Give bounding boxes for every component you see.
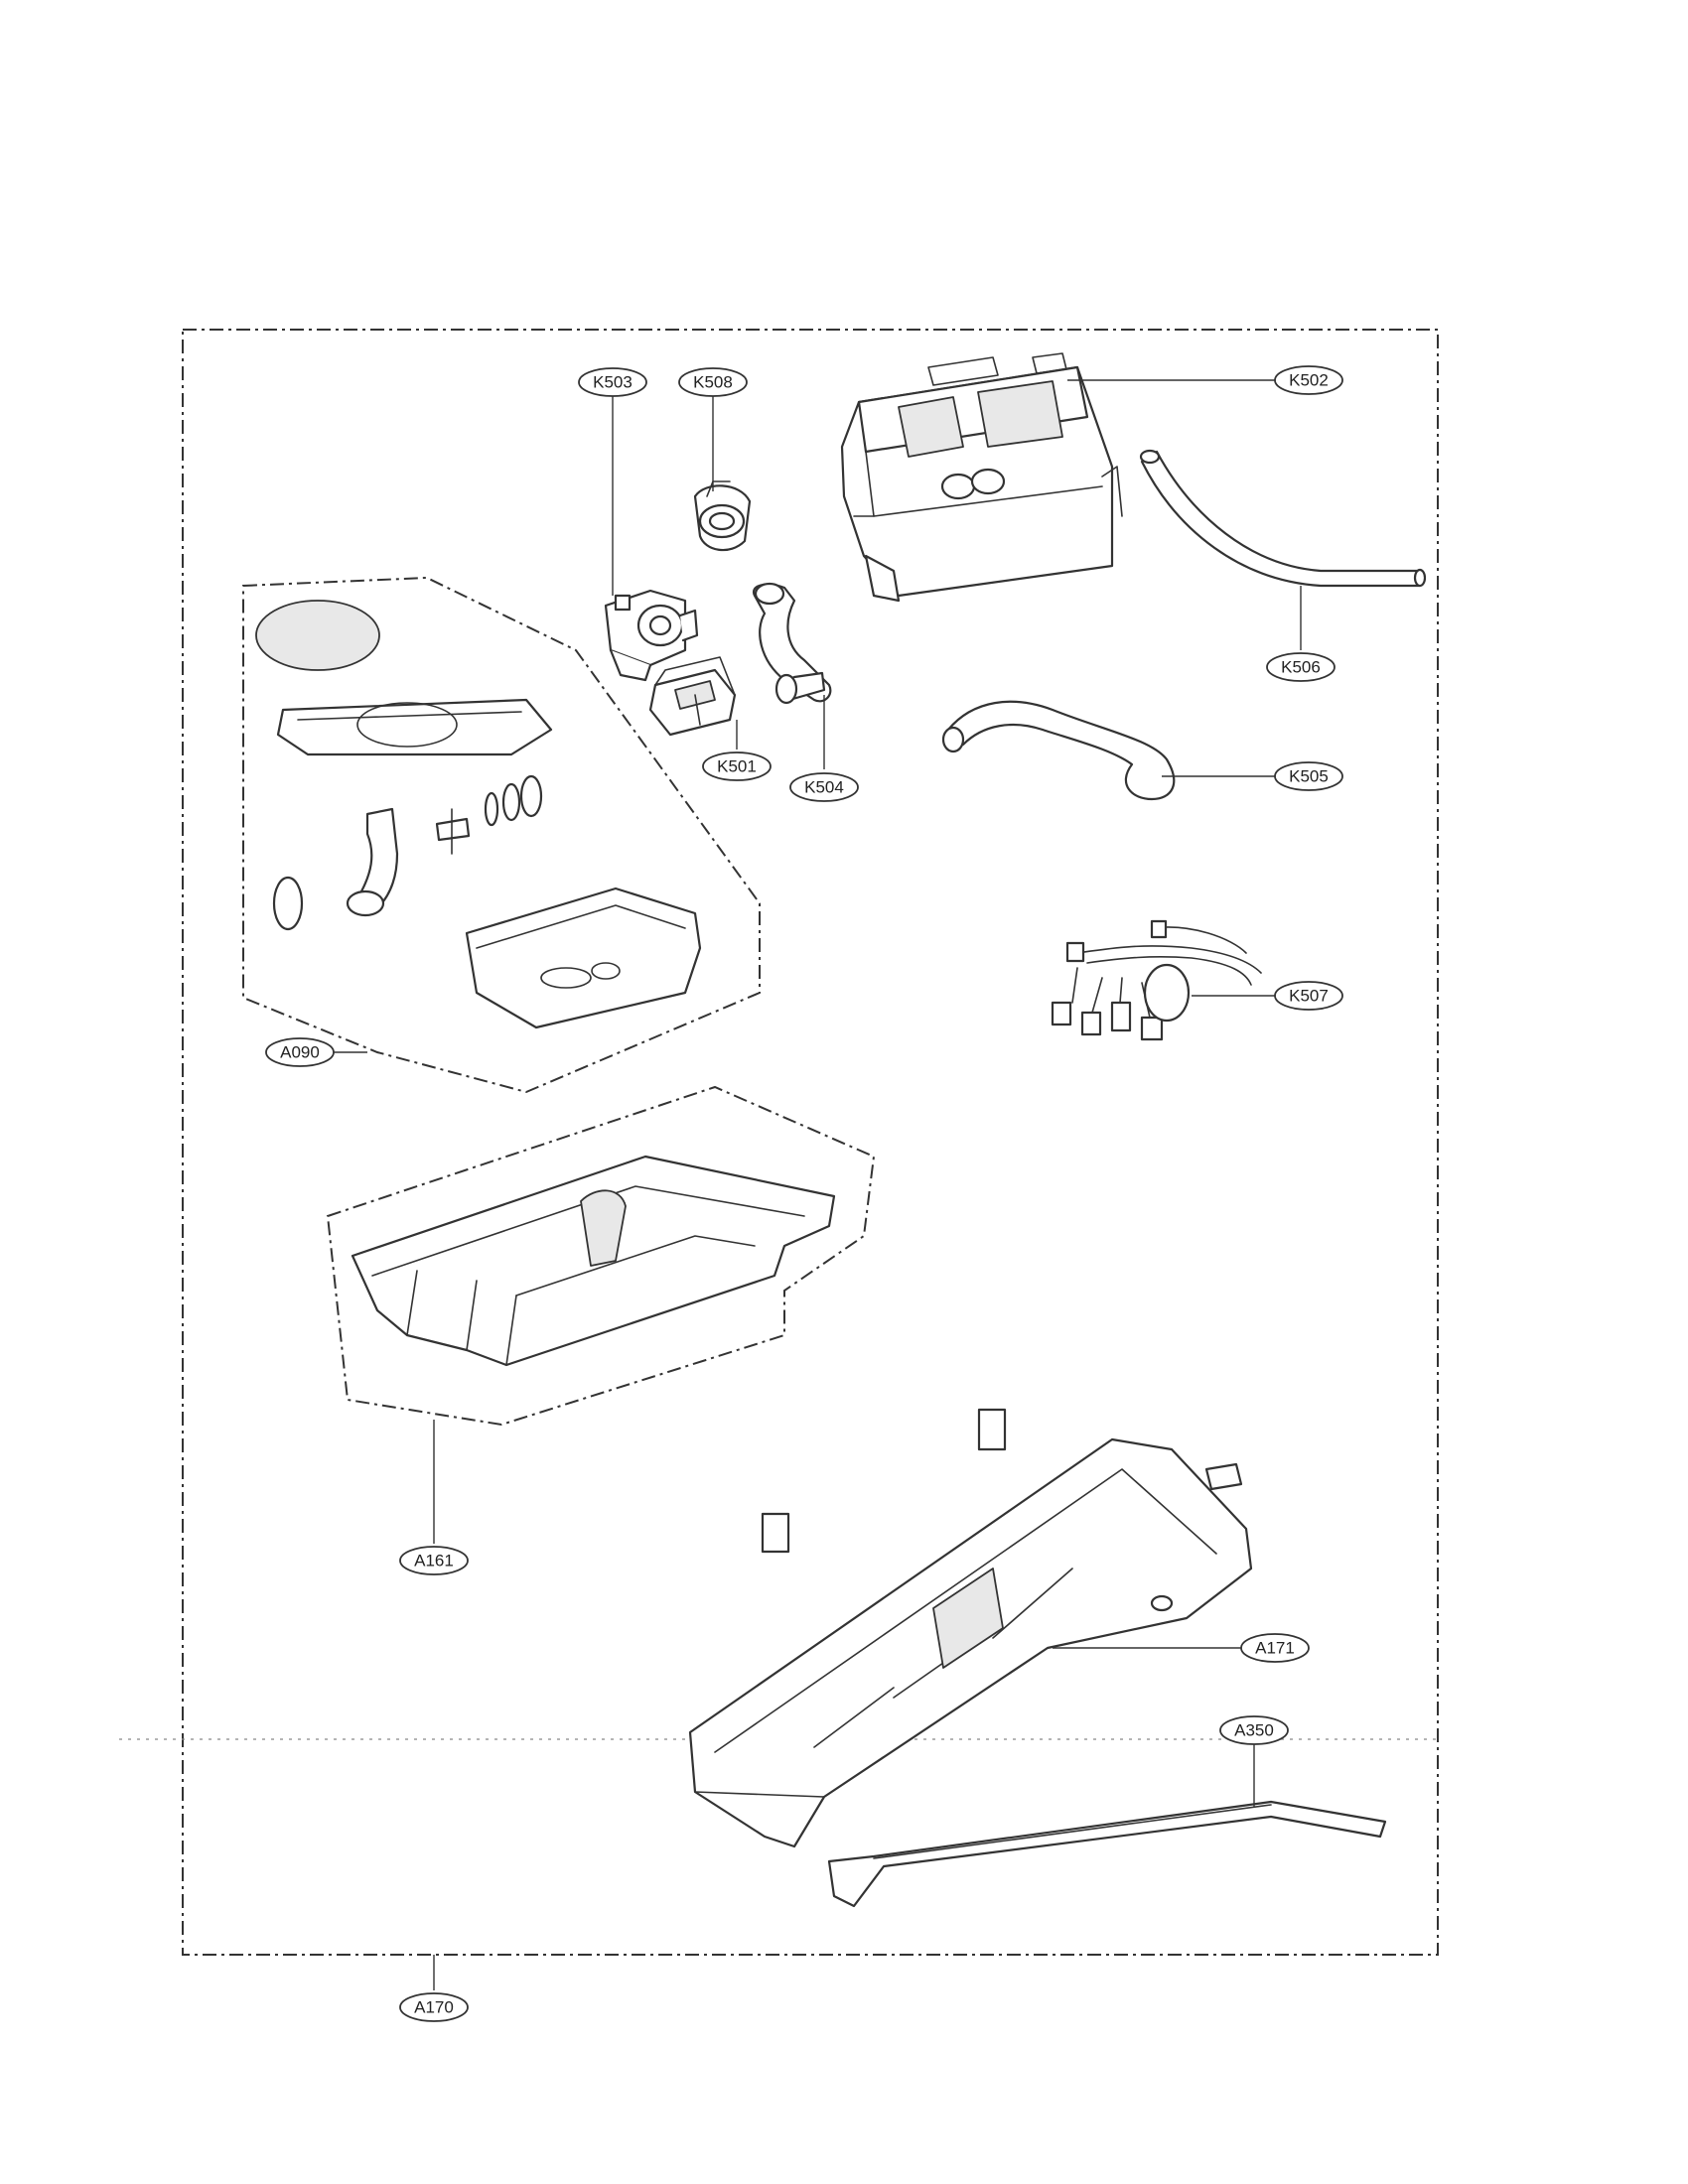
callout-a090: A090	[265, 1037, 335, 1067]
dispenser-kit-a090	[242, 576, 761, 1094]
tank-k502	[840, 352, 1123, 603]
pipe-k504	[752, 582, 832, 705]
callout-k502-label: K502	[1289, 371, 1329, 390]
callout-k507-label: K507	[1289, 987, 1329, 1006]
callout-k502: K502	[1274, 365, 1343, 395]
callout-k501-label: K501	[717, 757, 757, 776]
leader-lines	[308, 379, 1302, 1990]
hose-k505	[941, 700, 1176, 801]
callout-k505-label: K505	[1289, 767, 1329, 786]
callout-k508-label: K508	[693, 373, 733, 392]
assembly-boundary-a170	[182, 329, 1439, 1956]
callout-k503-label: K503	[593, 373, 633, 392]
hose-k506	[1139, 449, 1427, 588]
callout-k508: K508	[678, 367, 748, 397]
callout-a170-label: A170	[414, 1998, 454, 2017]
callout-k505: K505	[1274, 761, 1343, 791]
housing-a171	[688, 1408, 1253, 1848]
callout-a161: A161	[399, 1546, 469, 1575]
callout-k504-label: K504	[804, 778, 844, 797]
bracket-a350	[827, 1800, 1387, 1908]
callout-k503: K503	[578, 367, 647, 397]
callout-k506: K506	[1266, 652, 1336, 682]
fitting-k501	[648, 656, 737, 737]
callout-k501: K501	[702, 751, 772, 781]
clamp-k508	[693, 480, 752, 552]
callout-a350-label: A350	[1234, 1721, 1274, 1740]
drawer-tray-a161	[326, 1085, 876, 1427]
callout-a170: A170	[399, 1992, 469, 2022]
callout-a171-label: A171	[1255, 1639, 1295, 1658]
callout-k506-label: K506	[1281, 658, 1321, 677]
callout-a161-label: A161	[414, 1552, 454, 1570]
callout-k504: K504	[789, 772, 859, 802]
callout-a090-label: A090	[280, 1043, 320, 1062]
callout-a171: A171	[1240, 1633, 1310, 1663]
callout-k507: K507	[1274, 981, 1343, 1011]
valve-k503	[604, 589, 699, 682]
callout-a350: A350	[1219, 1715, 1289, 1745]
harness-k507	[1051, 919, 1262, 1041]
